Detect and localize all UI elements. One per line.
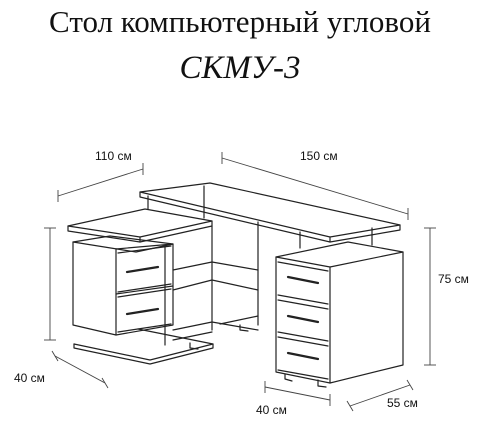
dim-line-40-front: [264, 386, 331, 401]
product-title: Стол компьютерный угловой: [49, 4, 431, 39]
dim-label-depth-left: 40 см: [14, 371, 45, 385]
dim-line-110: [57, 168, 144, 197]
shelf-unit: [164, 244, 259, 346]
dim-line-150: [221, 157, 409, 215]
top-supports: [147, 185, 373, 331]
desk-feet: [189, 324, 249, 350]
product-model: СКМУ-3: [179, 50, 301, 86]
dim-label-depth-front: 40 см: [256, 403, 287, 417]
right-drawer-pedestal: [275, 241, 404, 388]
dimension-lines: [44, 152, 436, 412]
dim-label-depth-right: 55 см: [387, 396, 418, 410]
main-tabletop: [139, 182, 401, 243]
left-base: [73, 328, 214, 365]
dim-label-height: 75 см: [438, 272, 469, 286]
side-tabletop: [67, 208, 213, 243]
dim-line-40-left: [54, 355, 106, 384]
dim-line-55: [349, 384, 411, 407]
left-drawer-pedestal: [72, 235, 174, 336]
dim-label-width-right: 150 см: [300, 149, 338, 163]
dim-label-width-left: 110 см: [95, 149, 132, 163]
